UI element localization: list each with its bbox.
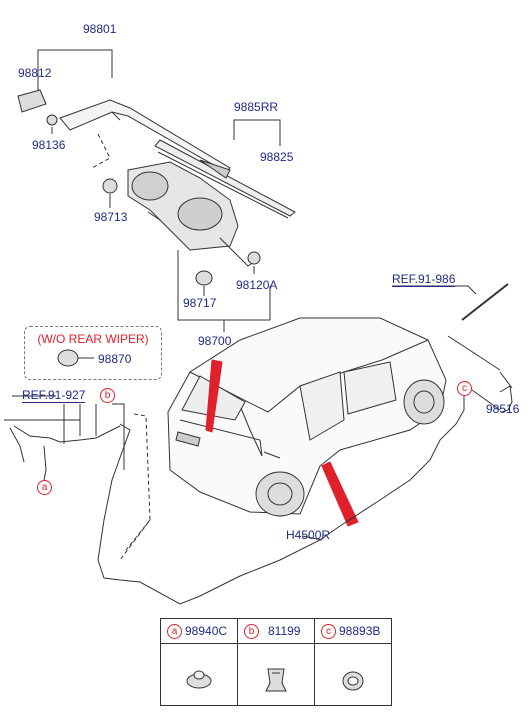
legend-code-b: 81199	[268, 624, 301, 638]
washer-98713	[102, 178, 118, 194]
marker-c: c	[457, 381, 472, 396]
legend-header-b: b 81199	[238, 619, 315, 644]
wiper-blade	[154, 139, 296, 217]
legend-code-a: 98940C	[185, 624, 228, 638]
ref-label-left: REF.91-927	[22, 388, 86, 403]
part-label-98870: 98870	[98, 352, 132, 366]
wiper-motor	[127, 161, 255, 267]
legend-cell-c	[315, 643, 391, 705]
without-rear-wiper-title: (W/O REAR WIPER)	[37, 332, 149, 346]
legend-cell-b	[238, 643, 315, 705]
ref-label-upper: REF.91-986	[392, 272, 456, 287]
leader-98801	[37, 49, 113, 78]
part-label-98516: 98516	[486, 402, 520, 416]
legend-marker-a: a	[167, 624, 182, 639]
pointer-wedge-motor	[205, 359, 223, 433]
legend-marker-c: c	[321, 624, 336, 639]
part-label-98120A: 98120A	[236, 278, 278, 292]
legend-cell-a	[161, 643, 238, 705]
part-label-98812: 98812	[18, 66, 52, 80]
part-label-98136: 98136	[32, 138, 66, 152]
part-label-98700: 98700	[198, 334, 232, 348]
arm-cap	[17, 89, 47, 113]
legend-header-c: c 98893B	[315, 619, 391, 644]
part-label-98825: 98825	[260, 150, 294, 164]
nut-98136	[46, 114, 58, 126]
marker-a: a	[37, 480, 52, 495]
legend-marker-b: b	[244, 624, 259, 639]
part-label-98801: 98801	[83, 22, 117, 36]
clip-98940C-icon	[186, 670, 212, 689]
washer-hose	[97, 396, 465, 605]
clip-81199-icon	[265, 668, 287, 692]
car-illustration	[167, 317, 447, 517]
pointer-wedge-hose	[321, 461, 359, 527]
without-rear-wiper-box: (W/O REAR WIPER)	[24, 326, 162, 380]
marker-b: b	[100, 388, 115, 403]
part-label-98717: 98717	[183, 296, 217, 310]
part-label-98713: 98713	[94, 210, 128, 224]
part-label-H4500R: H4500R	[286, 528, 331, 542]
clip-legend-table: a 98940C b 81199 c 98893B	[160, 618, 392, 706]
legend-code-c: 98893B	[339, 624, 381, 638]
part-label-9885RR: 9885RR	[234, 100, 279, 114]
legend-header-a: a 98940C	[161, 619, 238, 644]
grommet-98893B-icon	[342, 671, 364, 691]
